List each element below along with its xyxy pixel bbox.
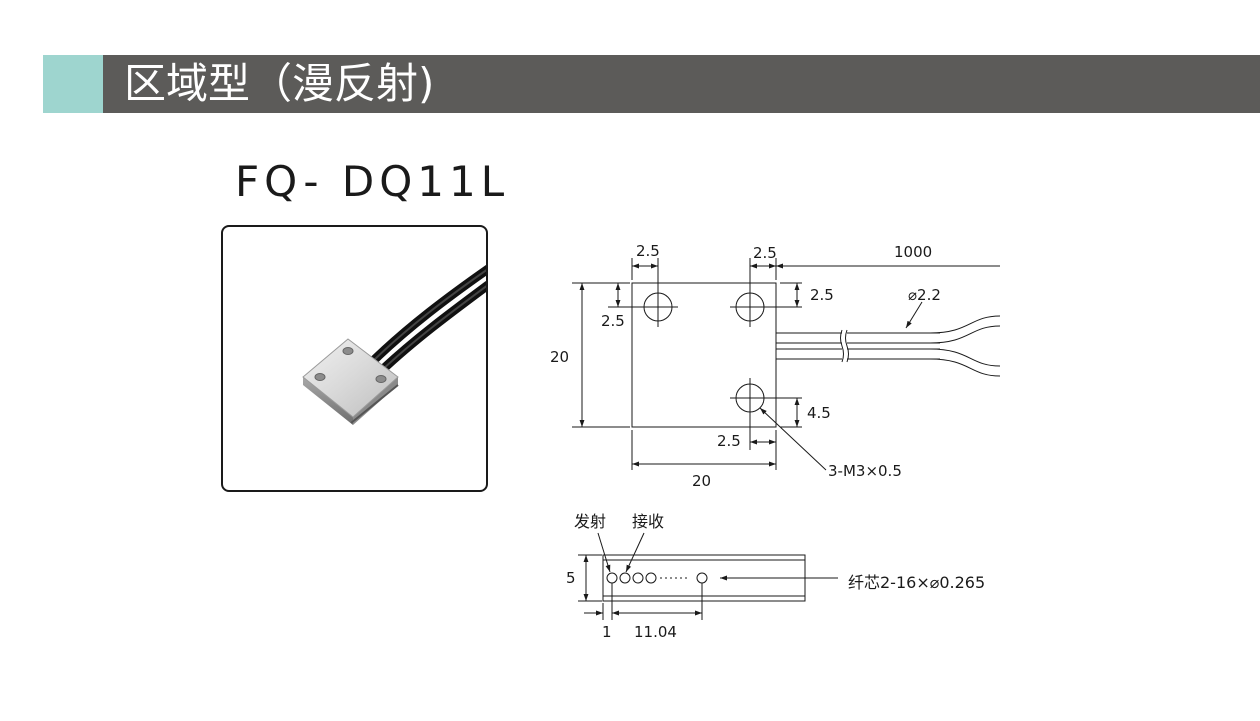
screw-hole-1 (342, 347, 354, 355)
fiber-emitter (606, 572, 618, 584)
dim-hole-left-x: 2.5 (636, 242, 660, 260)
product-photo-frame (221, 225, 488, 492)
thread-spec-label: 3-M3×0.5 (828, 462, 902, 480)
receiver-label: 接收 (632, 512, 664, 531)
sensor-top-face (302, 338, 399, 418)
screw-hole-3 (375, 375, 387, 383)
page-title: 区域型（漫反射) (124, 59, 435, 108)
screw-hole-2 (314, 373, 326, 381)
dim-thickness: 5 (566, 569, 576, 587)
fiber-face (350, 384, 399, 424)
emitter-label: 发射 (574, 512, 606, 531)
model-name: FQ- DQ11L (235, 157, 510, 206)
sensor-side-left (303, 377, 353, 425)
dim-height: 20 (550, 348, 569, 366)
dim-span: 11.04 (634, 623, 677, 641)
dim-hole-right-x: 2.5 (753, 244, 777, 262)
dim-width: 20 (692, 472, 711, 490)
dim-cable-diameter: ⌀2.2 (908, 286, 941, 304)
sensor-body-outline (631, 282, 777, 428)
dimension-drawing: 2.5 2.5 1000 2.5 ⌀2.2 2.5 20 4.5 2.5 3-M… (550, 242, 1000, 641)
sensor-head-photo (302, 264, 486, 425)
dim-cable-length: 1000 (894, 243, 932, 261)
fiber-receiver (619, 572, 631, 584)
dim-offset: 1 (602, 623, 612, 641)
fiber-core-label: 纤芯2-16×⌀0.265 (848, 573, 985, 592)
header-accent (43, 55, 103, 113)
dim-hole-bottom-x: 2.5 (717, 432, 741, 450)
dim-hole-top-left-y: 2.5 (601, 312, 625, 330)
dim-hole-top-right-y: 2.5 (810, 286, 834, 304)
dim-hole-bottom-y: 4.5 (807, 404, 831, 422)
header-band (43, 55, 1260, 113)
